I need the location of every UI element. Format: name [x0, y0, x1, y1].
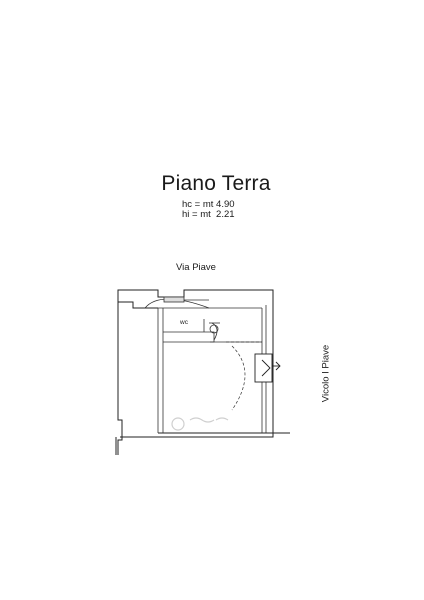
- dashed-door-swing: [226, 341, 262, 411]
- height-hi-label: hi = mt 2.21: [182, 209, 235, 220]
- plan-title: Piano Terra: [161, 172, 271, 195]
- room-label-wc: wc: [180, 319, 188, 326]
- top-door-swing: [144, 296, 210, 309]
- wc-door-arc: [209, 322, 219, 341]
- inner-walls: [157, 305, 267, 433]
- height-hc-label: hc = mt 4.90: [182, 199, 235, 210]
- watermark-logo: [171, 417, 229, 431]
- outer-walls: [115, 289, 290, 455]
- street-label-top: Via Piave: [176, 262, 216, 273]
- side-entrance: [254, 353, 281, 383]
